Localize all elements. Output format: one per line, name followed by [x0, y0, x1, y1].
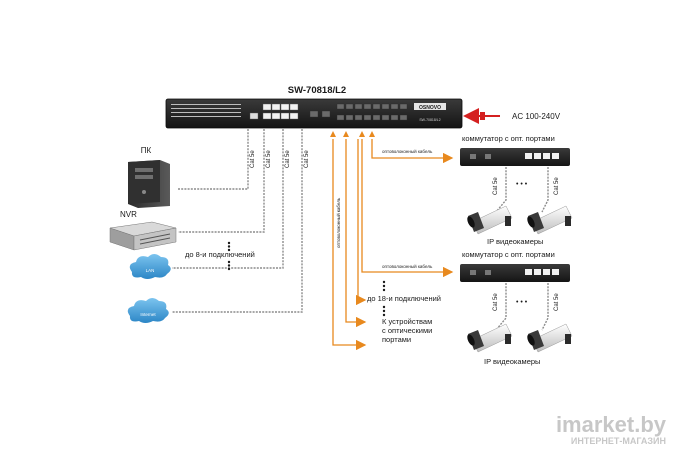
group2-switch-label: коммутатор с опт. портами — [462, 250, 555, 259]
rj45-ports — [262, 103, 299, 120]
note-to-optical-line-1: К устройствам — [382, 317, 432, 326]
note-to-optical: К устройствам с оптическими портами — [382, 317, 434, 344]
power-label: AC 100-240V — [512, 112, 561, 121]
cat-label-1: Cat 5e — [250, 150, 256, 168]
fiber-label-vertical: оптоволоконный кабель — [335, 197, 341, 248]
group2-switch-icon — [460, 264, 570, 282]
fiber-up-arrows — [330, 131, 375, 137]
dots-18-top — [382, 280, 386, 292]
main-switch: OSNOVO SW-70818/L2 — [165, 98, 463, 129]
group1-ellipsis: • • • — [516, 181, 528, 188]
fiber-label-bottom: оптоволоконный кабель — [382, 263, 433, 269]
power-plug-icon — [480, 112, 485, 120]
dots-8-top — [227, 241, 231, 252]
group2-ellipsis: • • • — [516, 299, 528, 306]
group1-switch-icon — [460, 148, 570, 166]
group1-camera-left-icon — [467, 205, 513, 235]
watermark-brand: imarket.by — [556, 412, 667, 437]
cat-label-2: Cat 5e — [266, 150, 272, 168]
group1-cat-left: Cat 5e — [493, 177, 499, 195]
group1-cat-right: Cat 5e — [554, 177, 560, 195]
group2-cameras-label: IP видеокамеры — [484, 357, 540, 366]
cat-label-3: Cat 5e — [285, 150, 291, 168]
group2-camera-right-icon — [527, 323, 573, 353]
group1-camera-right-icon — [527, 205, 573, 235]
group2-cat-left: Cat 5e — [493, 293, 499, 311]
sfp-ports — [336, 103, 408, 121]
group2-cat-right: Cat 5e — [554, 293, 560, 311]
note-to-optical-line-2: с оптическими — [382, 326, 432, 335]
group2-camera-left-icon — [467, 323, 513, 353]
internet-cloud-label: Internet — [140, 312, 156, 317]
fiber-cables — [332, 139, 454, 351]
watermark-sub: ИНТЕРНЕТ-МАГАЗИН — [571, 436, 666, 446]
note-up-to-8: до 8-и подключений — [185, 250, 255, 259]
fiber-label-top: оптоволоконный кабель — [382, 148, 433, 154]
pc-label: ПК — [141, 146, 152, 155]
nvr-icon — [109, 221, 177, 251]
note-up-to-18: до 18-и подключений — [367, 294, 441, 303]
dots-18-bottom — [382, 305, 386, 317]
switch-model-plate: SW-70818/L2 — [419, 118, 440, 122]
cat-label-4: Cat 5e — [304, 150, 310, 168]
note-to-optical-line-3: портами — [382, 335, 411, 344]
main-title: SW-70818/L2 — [288, 85, 346, 96]
group1-cameras-label: IP видеокамеры — [487, 237, 543, 246]
pc-icon — [128, 160, 170, 208]
group1-switch-label: коммутатор с опт. портами — [462, 134, 555, 143]
switch-brand: OSNOVO — [419, 105, 441, 111]
lan-cloud-label: LAN — [146, 268, 155, 273]
dots-8-bottom — [227, 260, 231, 271]
nvr-label: NVR — [120, 210, 137, 219]
copper-cables — [172, 129, 303, 313]
lan-cloud-icon: LAN — [129, 254, 171, 279]
internet-cloud-icon: Internet — [127, 298, 169, 323]
